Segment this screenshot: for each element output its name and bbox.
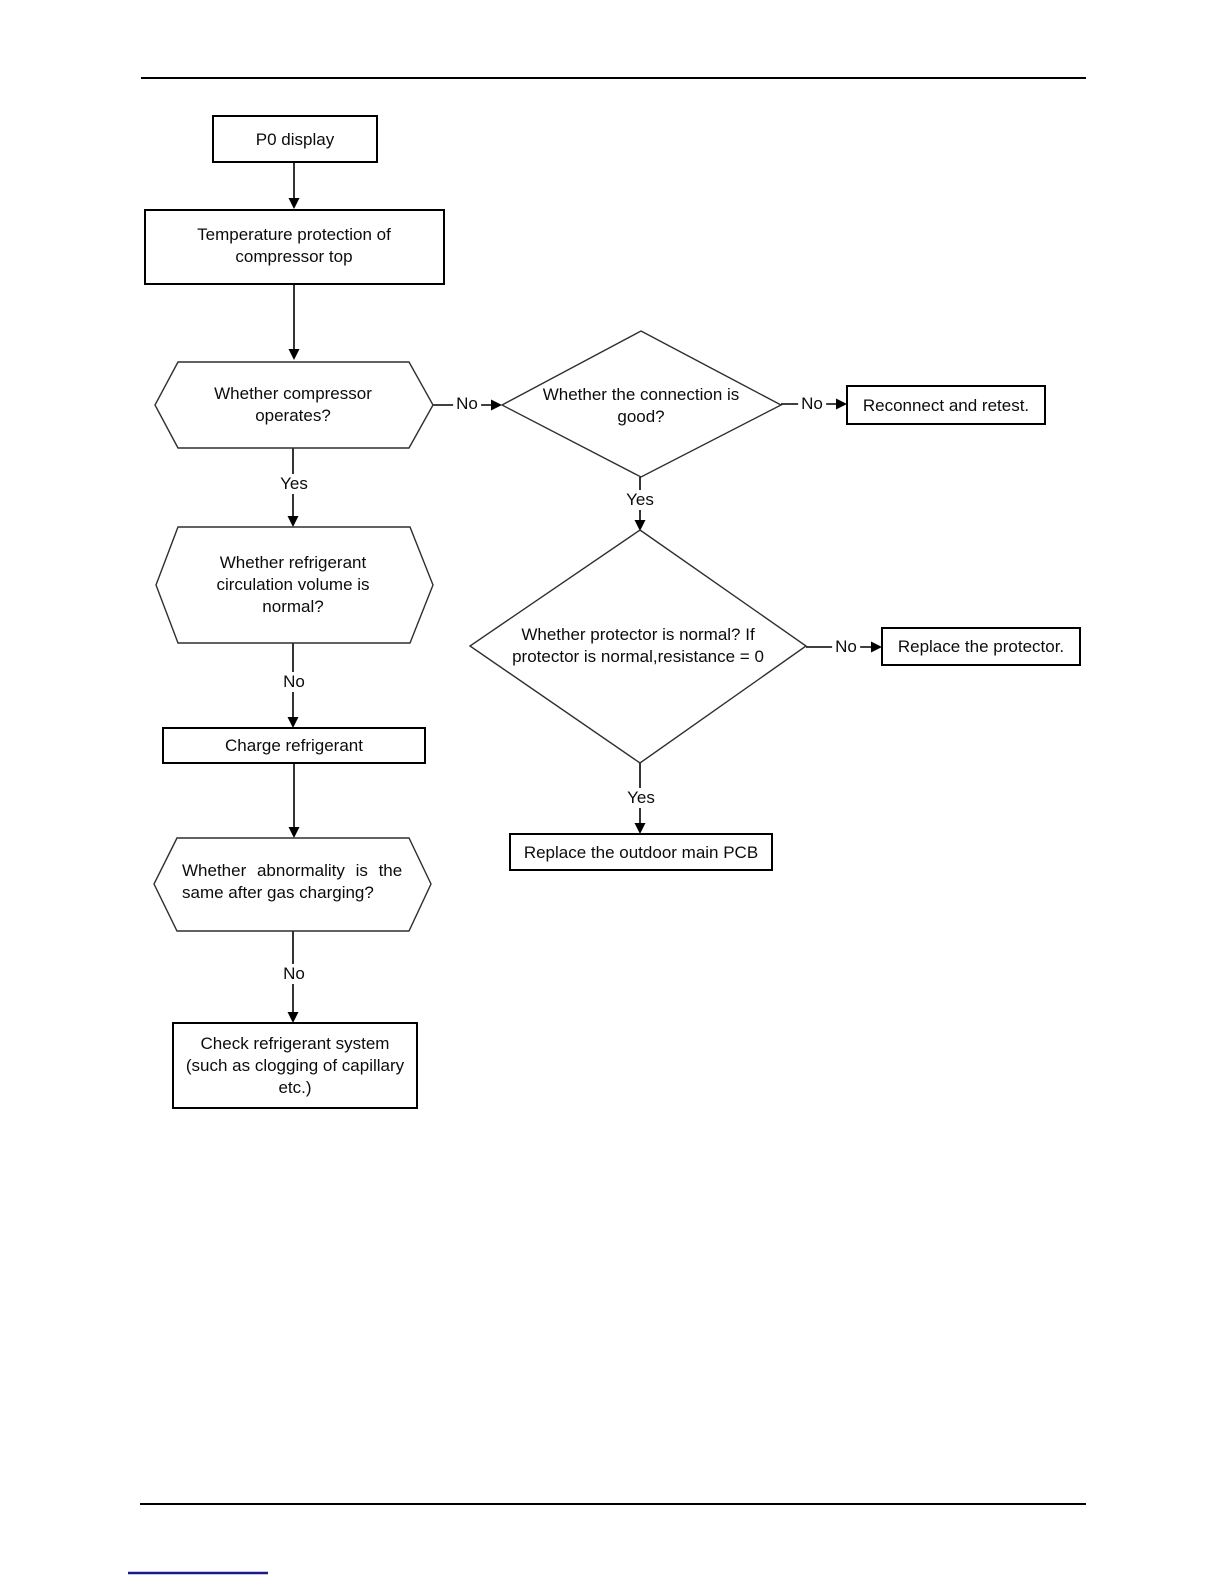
arrowhead-hex1-to-d1 bbox=[491, 399, 502, 411]
edge-label-no-d2-protector: No bbox=[832, 637, 860, 657]
arrowhead-d2-to-pcb bbox=[634, 823, 646, 834]
arrowhead-d2-to-protector bbox=[871, 641, 882, 653]
diamond-nodes bbox=[468, 330, 808, 764]
node-charge-refrigerant-label: Charge refrigerant bbox=[225, 736, 363, 755]
node-replace-protector-label: Replace the protector. bbox=[897, 637, 1065, 656]
node-reconnect-label: Reconnect and retest. bbox=[862, 396, 1030, 415]
node-abnormality-same-label: Whether abnormality is the same after ga… bbox=[182, 860, 416, 904]
node-refrigerant-volume-hexagon bbox=[155, 526, 434, 644]
node-compressor-operates-hexagon bbox=[154, 361, 434, 449]
node-connection-good-label: Whether the connection is good? bbox=[542, 385, 740, 426]
arrowheads bbox=[287, 198, 882, 1023]
node-charge-refrigerant-box bbox=[162, 727, 426, 764]
node-replace-protector-box bbox=[881, 627, 1081, 666]
node-replace-pcb-box bbox=[509, 833, 773, 871]
arrowhead-d1-to-reconnect bbox=[836, 398, 847, 410]
arrowhead-hex2-to-charge bbox=[287, 717, 299, 728]
arrowhead-charge-to-hex3 bbox=[288, 827, 300, 838]
edge-label-no-d1-reconnect: No bbox=[798, 394, 826, 414]
node-abnormality-same-line2: same after gas charging? bbox=[182, 883, 374, 902]
edge-label-no-hex2-charge: No bbox=[280, 672, 308, 692]
edge-label-yes-d2-pcb: Yes bbox=[624, 788, 658, 808]
node-temp-protection-label: Temperature protection of compressor top bbox=[197, 225, 391, 266]
node-protector-normal-label: Whether protector is normal? If protecto… bbox=[512, 625, 764, 666]
node-check-system-box bbox=[172, 1022, 418, 1109]
edge-label-yes-hex1-hex2: Yes bbox=[277, 474, 311, 494]
node-abnormality-same-hexagon bbox=[153, 837, 432, 932]
arrowhead-p0-to-temp bbox=[288, 198, 300, 209]
node-temp-protection-box bbox=[144, 209, 445, 285]
arrowhead-d1-to-d2 bbox=[634, 520, 646, 531]
node-replace-pcb-label: Replace the outdoor main PCB bbox=[523, 843, 759, 862]
edge-label-yes-d1-d2: Yes bbox=[623, 490, 657, 510]
rect-nodes bbox=[144, 115, 1081, 1109]
node-p0-display-box bbox=[212, 115, 378, 163]
node-abnormality-same-line1: Whether abnormality is the bbox=[182, 861, 403, 880]
hexagon-nodes bbox=[153, 361, 434, 932]
arrowhead-hex1-to-hex2 bbox=[287, 516, 299, 527]
edge-label-no-hex3-check: No bbox=[280, 964, 308, 984]
node-p0-display-label: P0 display bbox=[255, 130, 335, 149]
node-check-system-label: Check refrigerant system (such as cloggi… bbox=[185, 1034, 405, 1097]
node-protector-normal-diamond bbox=[468, 529, 808, 764]
node-connection-good-diamond bbox=[500, 330, 783, 478]
node-reconnect-box bbox=[846, 385, 1046, 425]
node-compressor-operates-label: Whether compressor operates? bbox=[214, 384, 372, 425]
arrowhead-hex3-to-check bbox=[287, 1012, 299, 1023]
arrowhead-temp-to-hex1 bbox=[288, 349, 300, 360]
edge-label-no-hex1-d1: No bbox=[453, 394, 481, 414]
node-refrigerant-volume-label: Whether refrigerant circulation volume i… bbox=[216, 553, 370, 616]
